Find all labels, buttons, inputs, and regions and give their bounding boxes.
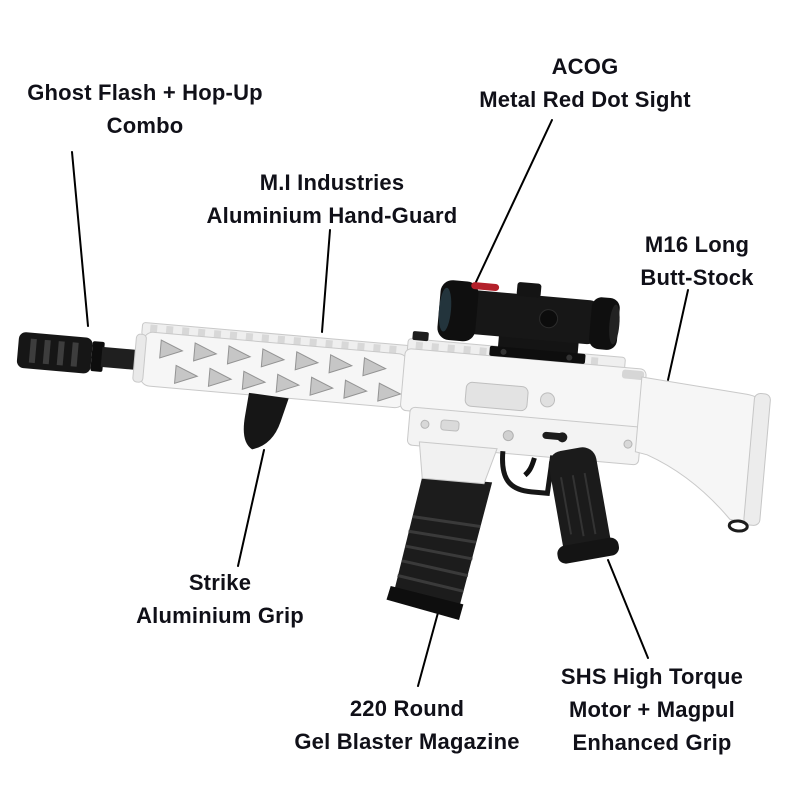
- label-buttstock: M16 Long Butt-Stock: [607, 228, 787, 294]
- muzzle-device: [16, 332, 151, 374]
- pistol-grip: [548, 447, 619, 564]
- buttstock: [634, 376, 771, 533]
- label-line: 220 Round: [349, 696, 465, 721]
- label-foregrip: Strike Aluminium Grip: [110, 566, 330, 632]
- label-line: Strike: [188, 570, 252, 595]
- label-line: M.I Industries: [259, 170, 405, 195]
- foregrip: [243, 392, 289, 450]
- label-magazine: 220 Round Gel Blaster Magazine: [272, 692, 542, 758]
- label-line: Ghost Flash + Hop-Up: [27, 80, 263, 105]
- leader-lines: [71, 119, 689, 687]
- mlok-cutouts: [159, 339, 402, 402]
- label-line: Butt-Stock: [640, 265, 754, 290]
- label-line: Metal Red Dot Sight: [479, 87, 691, 112]
- label-muzzle-combo: Ghost Flash + Hop-Up Combo: [5, 76, 285, 142]
- leader-line-buttstock: [667, 289, 689, 381]
- label-motor-grip: SHS High Torque Motor + Magpul Enhanced …: [532, 660, 772, 759]
- leader-line-sight: [475, 119, 553, 283]
- label-line: Aluminium Grip: [136, 603, 304, 628]
- handguard: [132, 322, 410, 409]
- leader-line-handguard: [321, 229, 331, 333]
- label-line: M16 Long: [644, 232, 750, 257]
- label-line: Gel Blaster Magazine: [294, 729, 520, 754]
- rifle-illustration: [16, 280, 771, 621]
- label-line: Combo: [106, 113, 184, 138]
- label-line: SHS High Torque: [560, 664, 744, 689]
- leader-line-muzzle: [71, 151, 89, 327]
- leader-line-foregrip: [237, 449, 265, 567]
- scope: [437, 280, 620, 364]
- label-red-dot-sight: ACOG Metal Red Dot Sight: [460, 50, 710, 116]
- leader-line-motor-grip: [607, 559, 649, 659]
- label-handguard: M.I Industries Aluminium Hand-Guard: [197, 166, 467, 232]
- label-line: Enhanced Grip: [572, 730, 732, 755]
- red-fiber-optic: [471, 282, 500, 291]
- magazine: [386, 476, 493, 621]
- label-line: Aluminium Hand-Guard: [206, 203, 458, 228]
- label-line: ACOG: [551, 54, 619, 79]
- label-line: Motor + Magpul: [569, 697, 735, 722]
